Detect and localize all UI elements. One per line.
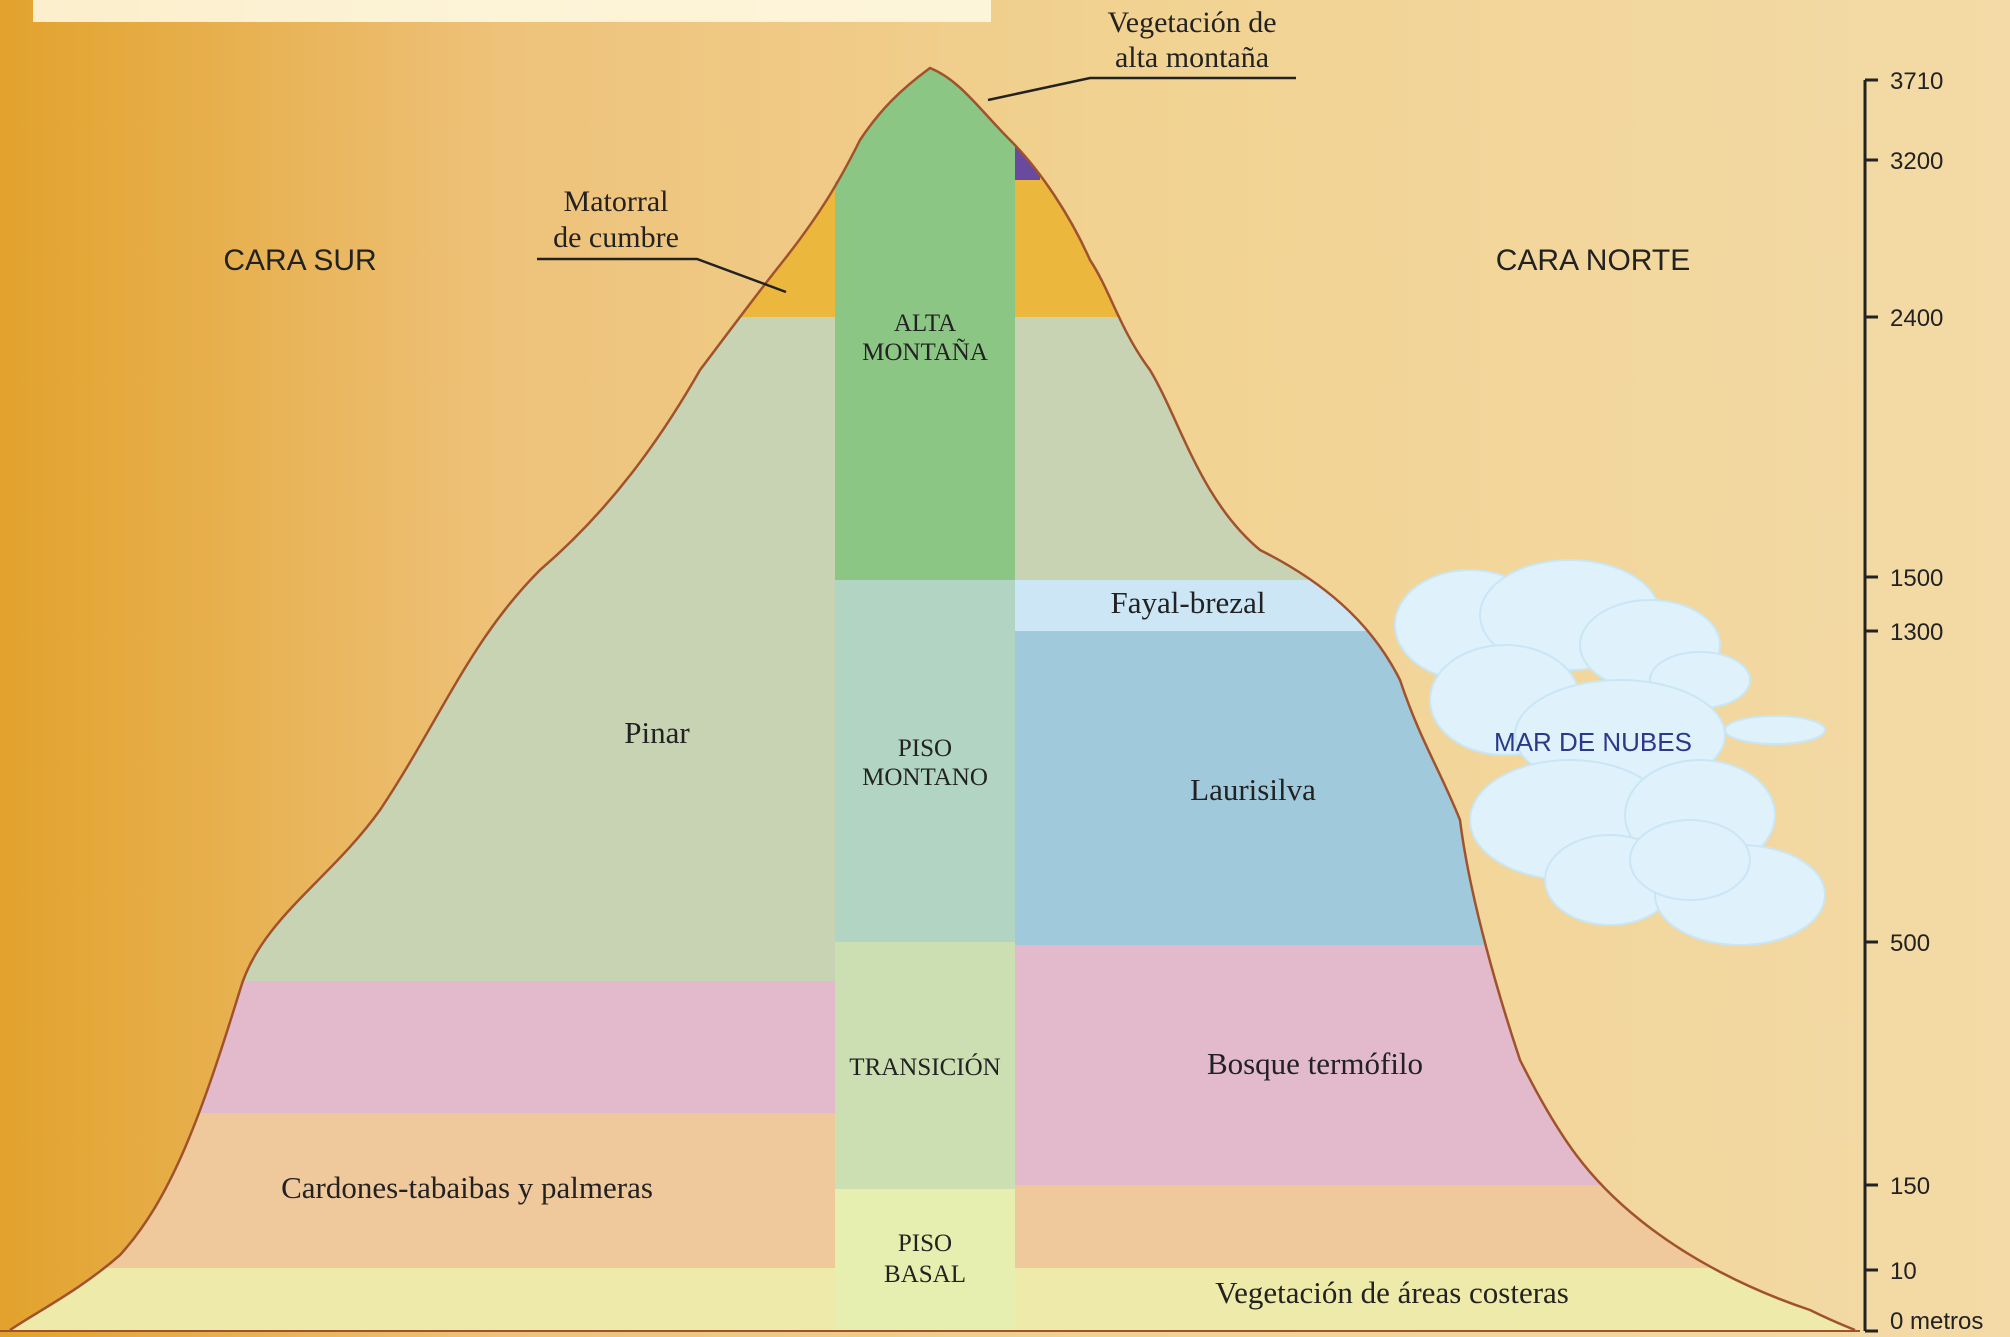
altitude-tick-label: 3200 [1890, 148, 1943, 175]
matorral-south [10, 68, 835, 317]
piso-alta-montana [835, 68, 1015, 580]
matorral-label-2: de cumbre [553, 221, 679, 254]
piso-transicion-label: TRANSICIÓN [849, 1053, 1000, 1081]
cara-sur-label: CARA SUR [223, 244, 376, 277]
matorral-label-1: Matorral [564, 185, 669, 218]
altitude-tick-label: 2400 [1890, 305, 1943, 332]
matorral-leader [537, 257, 787, 294]
alta-montana-peak [835, 92, 1015, 200]
mountain-outline [9, 66, 1856, 1332]
alta-montana-veg-label-1: Vegetación de [1107, 6, 1276, 39]
piso-transicion [835, 942, 1015, 1189]
altitude-tick-label: 150 [1890, 1173, 1930, 1200]
altitude-tick-label: 3710 [1890, 68, 1943, 95]
piso-alta-montana-label-1: ALTA [894, 310, 956, 337]
bosque-termofilo-label: Bosque termófilo [1207, 1046, 1423, 1081]
mar-de-nubes-label: MAR DE NUBES [1494, 727, 1692, 757]
piso-basal-label-2: BASAL [884, 1261, 966, 1288]
altitude-scale: 3710 3200 2400 1500 1300 500 150 10 0 metros [1863, 68, 1983, 1335]
piso-montano-label-1: PISO [898, 735, 952, 762]
pinar-label: Pinar [624, 715, 690, 750]
bosque-termofilo-band [1015, 945, 1855, 1185]
costeras-label: Vegetación de áreas costeras [1215, 1275, 1569, 1310]
altitude-tick-label: 0 metros [1890, 1308, 1983, 1335]
header-banner [33, 0, 991, 22]
piso-alta-montana-label-2: MONTAÑA [862, 338, 988, 366]
cloud-sea [1394, 559, 1826, 946]
altitude-tick-label: 1500 [1890, 565, 1943, 592]
laurisilva-label: Laurisilva [1190, 772, 1316, 807]
alta-montana-veg-label-2: alta montaña [1115, 41, 1269, 74]
fayal-brezal-label: Fayal-brezal [1111, 585, 1266, 620]
cardones-label: Cardones-tabaibas y palmeras [281, 1170, 653, 1205]
piso-basal [835, 1189, 1015, 1330]
alta-montana-veg-leader [987, 76, 1296, 102]
cara-norte-label: CARA NORTE [1496, 244, 1691, 277]
altitude-tick-label: 1300 [1890, 619, 1943, 646]
altitude-tick-label: 10 [1890, 1258, 1917, 1285]
piso-basal-label-1: PISO [898, 1230, 952, 1257]
pinar-band [10, 317, 835, 981]
pinar-north [1015, 317, 1855, 580]
cardones-north [1015, 1185, 1855, 1268]
altitude-tick-label: 500 [1890, 930, 1930, 957]
bosque-termofilo-south [10, 981, 835, 1113]
piso-montano-label-2: MONTANO [862, 764, 988, 791]
costeras-south [10, 1268, 835, 1330]
costeras-north [1015, 1268, 1855, 1330]
piso-montano [835, 580, 1015, 942]
